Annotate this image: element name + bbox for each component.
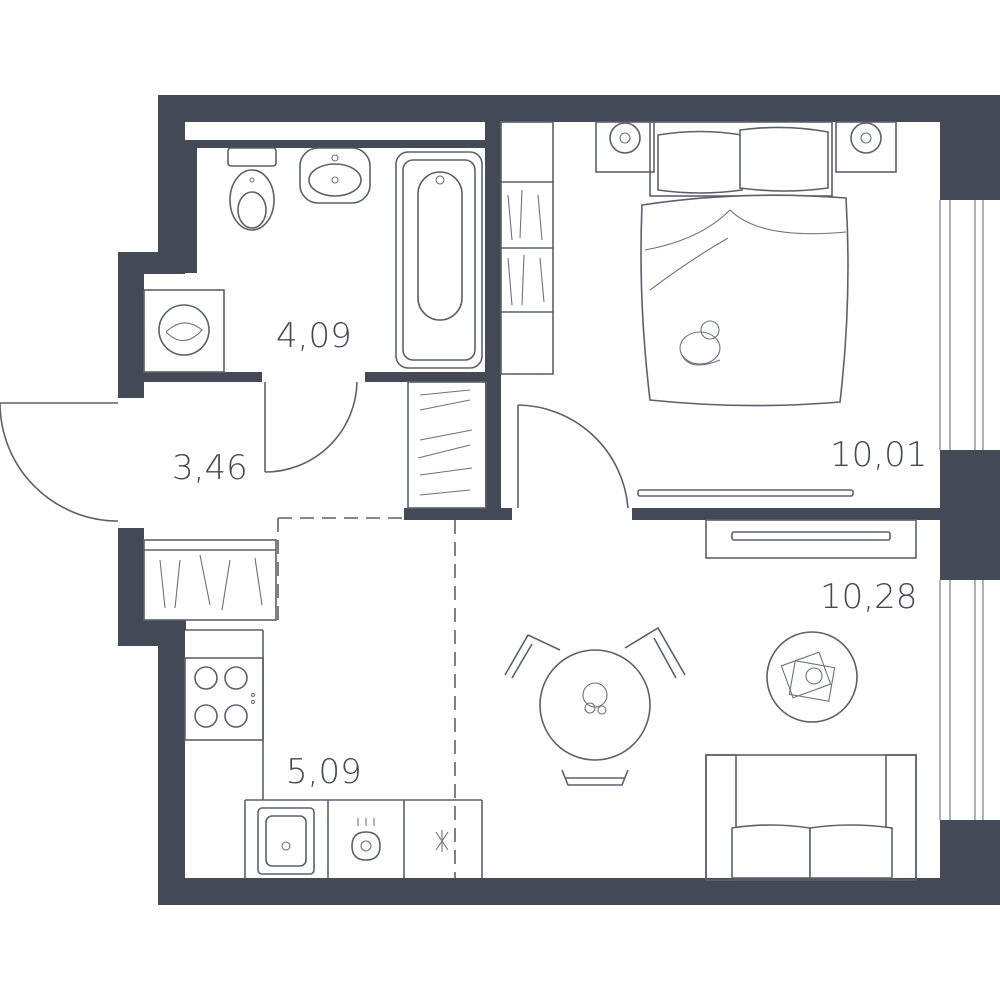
tv-icon — [637, 489, 854, 497]
walls — [118, 95, 1000, 905]
doors — [0, 381, 629, 522]
nightstand-left-icon — [595, 121, 655, 173]
fridge-icon — [435, 830, 449, 852]
sink-icon — [299, 147, 371, 204]
wardrobe-icon — [500, 121, 554, 375]
bedroom-area-label: 10,01 — [830, 435, 927, 475]
kitchen-counter-icon — [185, 629, 483, 878]
toilet-icon — [227, 147, 277, 231]
living-area-label: 10,28 — [820, 577, 917, 617]
kitchen-area-label: 5,09 — [286, 752, 362, 792]
windows — [939, 200, 984, 820]
coffee-table-icon — [766, 631, 858, 723]
tv-console-icon — [705, 519, 917, 559]
sofa-icon — [705, 754, 917, 881]
zone-dividers — [277, 517, 456, 878]
kitchen-sink-icon — [257, 807, 315, 875]
hallway-area-label: 3,46 — [172, 448, 248, 488]
hall-closet-icon — [407, 381, 487, 509]
nightstand-right-icon — [835, 121, 897, 173]
dining-table-icon — [504, 626, 686, 786]
bathroom-area-label: 4,09 — [276, 316, 352, 356]
bathtub-icon — [395, 151, 483, 369]
stove-icon — [184, 657, 264, 741]
dishwasher-icon — [351, 818, 381, 861]
bed-icon — [640, 121, 849, 407]
washing-machine-icon — [143, 289, 225, 373]
entry-closet-icon — [143, 539, 277, 621]
